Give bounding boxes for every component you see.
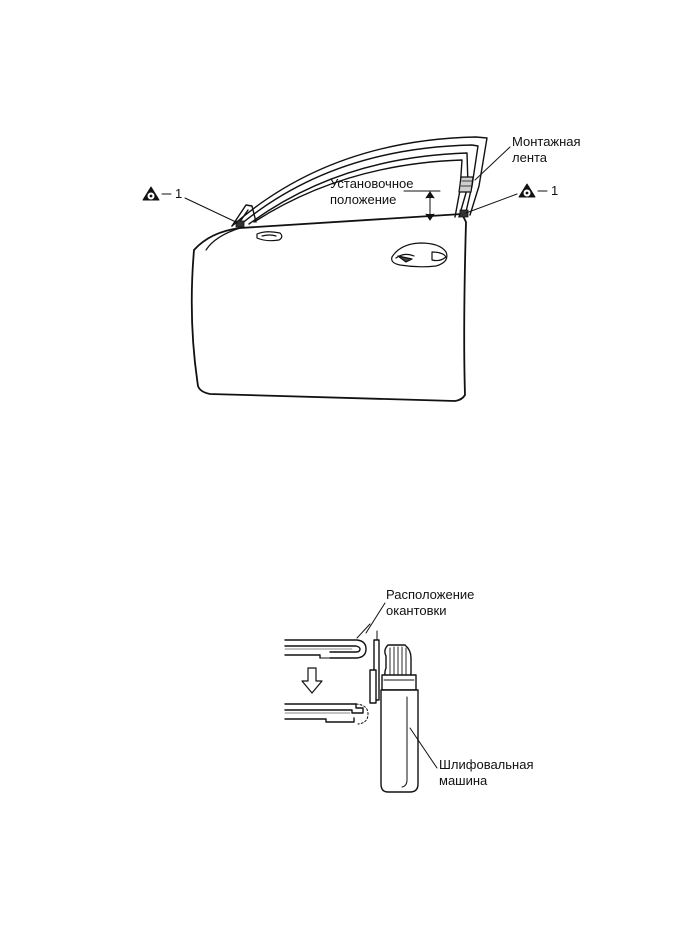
grinder-label-line1: Шлифовальная [439, 757, 534, 772]
position-label-line1: Установочное [330, 176, 414, 191]
hem-label-line1: Расположение [386, 587, 475, 602]
mounting-tape [458, 176, 474, 193]
grinder-body [369, 630, 419, 793]
marker-left-number: 1 [175, 186, 183, 201]
marker-left-icon [142, 186, 172, 201]
grinder-label: Шлифовальная машина [439, 757, 534, 789]
marker-right-number: 1 [551, 183, 559, 198]
grinder-label-line2: машина [439, 773, 488, 788]
grinder-leader-line [409, 727, 438, 769]
installation-position-label: Установочное положение [330, 176, 413, 208]
rear-clip [459, 209, 469, 218]
marker-left-leader [184, 197, 239, 224]
marker-right-icon [518, 183, 548, 198]
hem-label-line2: окантовки [386, 603, 447, 618]
tape-label-line2: лента [512, 150, 548, 165]
door-panel [190, 213, 467, 402]
rear-handle [391, 242, 448, 268]
tape-label: Монтажная лента [512, 134, 581, 166]
front-handle [256, 231, 283, 242]
hem-panel-lower [284, 703, 369, 725]
position-label-line2: положение [330, 192, 397, 207]
marker-right-leader [465, 193, 518, 214]
down-arrow-icon [301, 667, 323, 694]
hem-panel-upper [284, 639, 367, 659]
tape-label-line1: Монтажная [512, 134, 581, 149]
installation-position-dimension [403, 190, 441, 221]
tape-leader-line [474, 146, 511, 181]
hem-location-leader [356, 602, 386, 639]
front-clip [235, 220, 245, 228]
hem-location-label: Расположение окантовки [386, 587, 474, 619]
